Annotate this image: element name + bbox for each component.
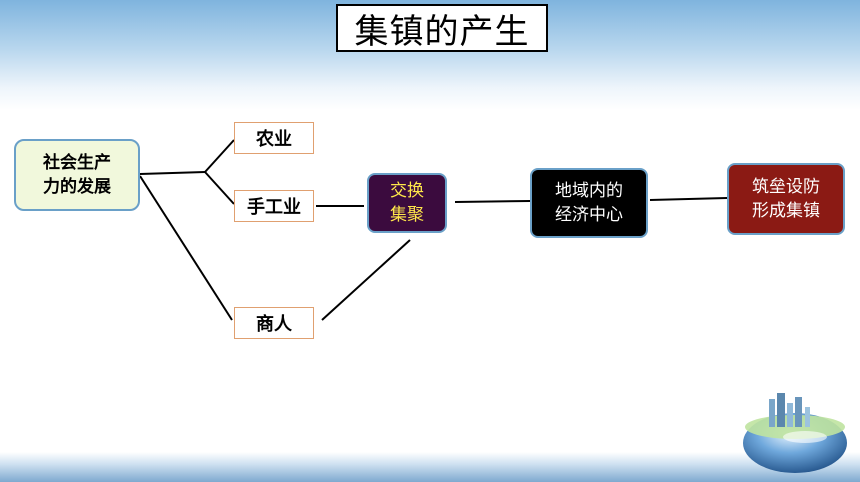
connector-to-merchants (139, 175, 233, 321)
connector-to-handicraft (204, 171, 235, 205)
footer-gradient (0, 452, 860, 482)
node-merchants: 商人 (234, 307, 314, 339)
node-exchange: 交换 集聚 (367, 173, 447, 233)
connector-center-fort (649, 197, 728, 201)
globe-with-city-icon (743, 393, 847, 473)
node-agriculture: 农业 (234, 122, 314, 154)
connector-to-agriculture (204, 139, 235, 173)
page-title: 集镇的产生 (336, 4, 548, 52)
node-fortified-town: 筑垒设防 形成集镇 (727, 163, 845, 235)
connector-exchange-center (454, 200, 531, 203)
node-productivity: 社会生产 力的发展 (14, 139, 140, 211)
node-handicraft: 手工业 (234, 190, 314, 222)
connector-merchants-exchange (321, 239, 411, 321)
connector-productivity-junction (139, 171, 206, 175)
node-regional-center: 地域内的 经济中心 (530, 168, 648, 238)
